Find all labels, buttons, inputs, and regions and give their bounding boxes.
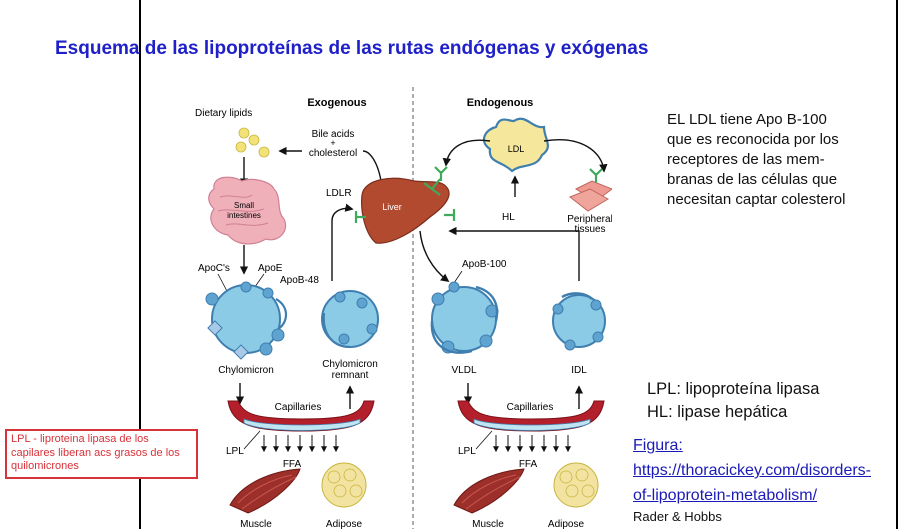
hl-label: HL [502, 212, 515, 223]
comment-box[interactable]: LPL - liproteina lipasa de los capilares… [5, 429, 198, 479]
idl-label: IDL [571, 365, 587, 376]
liver-icon [361, 177, 450, 244]
figure-label-link[interactable]: Figura: [633, 437, 683, 454]
figure-source: Figura: https://thoracickey.com/disorder… [633, 433, 871, 526]
slide-title: Esquema de las lipoproteínas de las ruta… [55, 38, 649, 59]
svg-text:remnant: remnant [332, 370, 369, 381]
abbreviation-hl: HL: lipase hepática [647, 403, 788, 421]
adipose-label-right: Adipose [548, 519, 585, 529]
vldl-label: VLDL [451, 365, 476, 376]
peripheral-label: Peripheral [567, 214, 612, 225]
apoe-label: ApoE [258, 263, 283, 274]
source-url-line1[interactable]: https://thoracickey.com/disorders- [633, 462, 872, 479]
ldl-explanation: EL LDL tiene Apo B-100 que es reconocida… [667, 111, 846, 208]
idl-particle-icon [552, 292, 606, 351]
liver-label: Liver [382, 202, 402, 212]
apob48-label: ApoB-48 [280, 275, 319, 286]
svg-text:intestines: intestines [227, 211, 261, 220]
ffa-label-right: FFA [519, 459, 538, 470]
chylomicron-particle-icon [205, 281, 288, 360]
peripheral-tissues-icon [569, 180, 612, 212]
lpl-label-right: LPL [458, 446, 476, 457]
capillaries-label-right: Capillaries [507, 402, 554, 413]
muscle-label-left: Muscle [240, 519, 272, 529]
chylomicron-remnant-icon [321, 290, 379, 349]
ldl-label: LDL [508, 144, 525, 154]
muscle-label-right: Muscle [472, 519, 504, 529]
ldlr-label: LDLR [326, 188, 352, 199]
muscle-icon-left [229, 468, 301, 514]
slide-canvas [139, 0, 898, 529]
lipoprotein-diagram: Exogenous Endogenous Dietary lipids Bile… [195, 87, 612, 529]
lpl-label-left: LPL [226, 446, 244, 457]
muscle-icon-right [453, 468, 525, 514]
ffa-arrows-left [261, 435, 339, 453]
endogenous-header: Endogenous [467, 97, 534, 109]
svg-text:tissues: tissues [574, 224, 605, 235]
dietary-lipids-label: Dietary lipids [195, 108, 252, 119]
exogenous-header: Exogenous [307, 97, 366, 109]
adipose-icon-right [553, 462, 599, 508]
adipose-icon-left [321, 462, 367, 508]
chylomicron-remnant-label: Chylomicron [322, 359, 378, 370]
abbreviations: LPL: lipoproteína lipasa HL: lipase hepá… [647, 378, 819, 424]
capillary-endogenous-icon [457, 400, 605, 432]
lipid-droplets-icon [235, 127, 270, 158]
chylomicron-label: Chylomicron [218, 365, 274, 376]
ldl-particle-icon [482, 117, 549, 173]
adipose-label-left: Adipose [326, 519, 363, 529]
small-intestine-icon [208, 176, 287, 245]
apob100-label: ApoB-100 [462, 259, 507, 270]
small-intestine-label: Small [234, 201, 254, 210]
abbreviation-lpl: LPL: lipoproteína lipasa [647, 380, 820, 398]
capillaries-label-left: Capillaries [275, 402, 322, 413]
svg-text:+: + [330, 138, 335, 148]
source-author: Rader & Hobbs [633, 509, 722, 524]
apoc-label: ApoC's [198, 263, 230, 274]
bile-acids-label: Bile acids [312, 129, 355, 140]
capillary-exogenous-icon [227, 400, 375, 432]
svg-text:cholesterol: cholesterol [309, 148, 357, 159]
ldl-receptor-icon [354, 178, 456, 223]
source-url-line2[interactable]: of-lipoprotein-metabolism/ [633, 487, 818, 504]
vldl-particle-icon [430, 281, 499, 354]
ffa-label-left: FFA [283, 459, 302, 470]
ffa-arrows-right [493, 435, 571, 453]
